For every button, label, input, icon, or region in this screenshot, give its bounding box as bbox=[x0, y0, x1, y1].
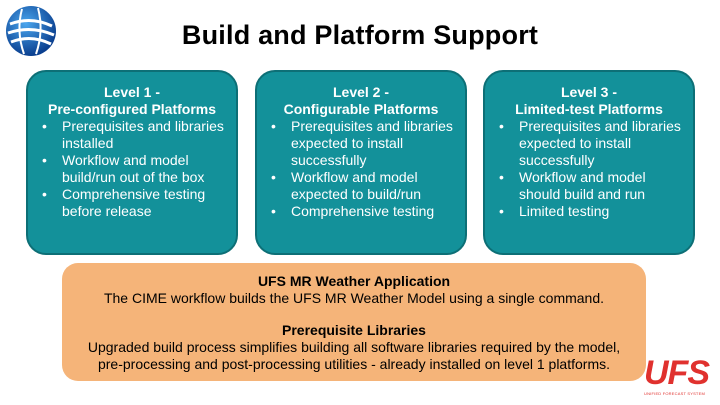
bullet-icon: • bbox=[499, 169, 504, 185]
bullet-text: Prerequisites and libraries expected to … bbox=[291, 118, 453, 168]
level-subheading: Limited-test Platforms bbox=[515, 101, 663, 117]
list-item: • Prerequisites and libraries expected to… bbox=[267, 118, 455, 169]
bullet-icon: • bbox=[271, 118, 276, 134]
globe-logo-icon bbox=[6, 6, 56, 56]
bullet-text: Limited testing bbox=[519, 203, 610, 219]
level-heading: Level 3 - bbox=[560, 84, 618, 100]
level-bullet-list: • Prerequisites and libraries installed •… bbox=[38, 118, 226, 220]
level-1-box: Level 1 - Pre-configured Platforms • Prer… bbox=[26, 70, 238, 255]
list-item: • Workflow and model expected to build/ru… bbox=[267, 169, 455, 203]
bullet-text: Comprehensive testing bbox=[291, 203, 435, 219]
list-item: • Limited testing bbox=[495, 203, 683, 220]
level-2-box: Level 2 - Configurable Platforms • Prereq… bbox=[255, 70, 467, 255]
libraries-description-line-2: pre-processing and post-processing utili… bbox=[97, 356, 611, 372]
bullet-text: Prerequisites and libraries expected to … bbox=[519, 118, 681, 168]
ufs-logo-text: UFS bbox=[644, 354, 710, 392]
level-subheading: Pre-configured Platforms bbox=[47, 101, 217, 117]
libraries-box: UFS MR Weather Application The CIME work… bbox=[62, 263, 646, 381]
bullet-text: Comprehensive testing before release bbox=[62, 186, 206, 219]
bullet-text: Workflow and model should build and run bbox=[519, 169, 646, 202]
list-item: • Prerequisites and libraries installed bbox=[38, 118, 226, 152]
ufs-logo-subtitle: UNIFIED FORECAST SYSTEM bbox=[644, 391, 705, 396]
list-item: • Prerequisites and libraries expected to… bbox=[495, 118, 683, 169]
bullet-icon: • bbox=[42, 118, 47, 134]
app-description: The CIME workflow builds the UFS MR Weat… bbox=[103, 290, 605, 306]
libraries-description-line-1: Upgraded build process simplifies buildi… bbox=[87, 339, 621, 355]
bullet-text: Prerequisites and libraries installed bbox=[62, 118, 224, 151]
level-heading: Level 2 - bbox=[332, 84, 390, 100]
app-heading: UFS MR Weather Application bbox=[257, 273, 451, 289]
level-subheading: Configurable Platforms bbox=[283, 101, 439, 117]
bullet-icon: • bbox=[42, 186, 47, 202]
ufs-logo: UFS UNIFIED FORECAST SYSTEM bbox=[644, 356, 716, 396]
level-bullet-list: • Prerequisites and libraries expected to… bbox=[267, 118, 455, 220]
bullet-icon: • bbox=[499, 203, 504, 219]
list-item: • Workflow and model should build and run bbox=[495, 169, 683, 203]
level-bullet-list: • Prerequisites and libraries expected to… bbox=[495, 118, 683, 220]
level-3-box: Level 3 - Limited-test Platforms • Prereq… bbox=[483, 70, 695, 255]
level-heading: Level 1 - bbox=[103, 84, 161, 100]
bullet-text: Workflow and model build/run out of the … bbox=[62, 152, 205, 185]
list-item: • Workflow and model build/run out of the… bbox=[38, 152, 226, 186]
bullet-icon: • bbox=[271, 203, 276, 219]
slide-title: Build and Platform Support bbox=[181, 20, 539, 50]
list-item: • Comprehensive testing before release bbox=[38, 186, 226, 220]
libraries-heading: Prerequisite Libraries bbox=[282, 322, 426, 338]
bullet-icon: • bbox=[499, 118, 504, 134]
bullet-icon: • bbox=[271, 169, 276, 185]
bullet-icon: • bbox=[42, 152, 47, 168]
bullet-text: Workflow and model expected to build/run bbox=[291, 169, 421, 202]
list-item: • Comprehensive testing bbox=[267, 203, 455, 220]
